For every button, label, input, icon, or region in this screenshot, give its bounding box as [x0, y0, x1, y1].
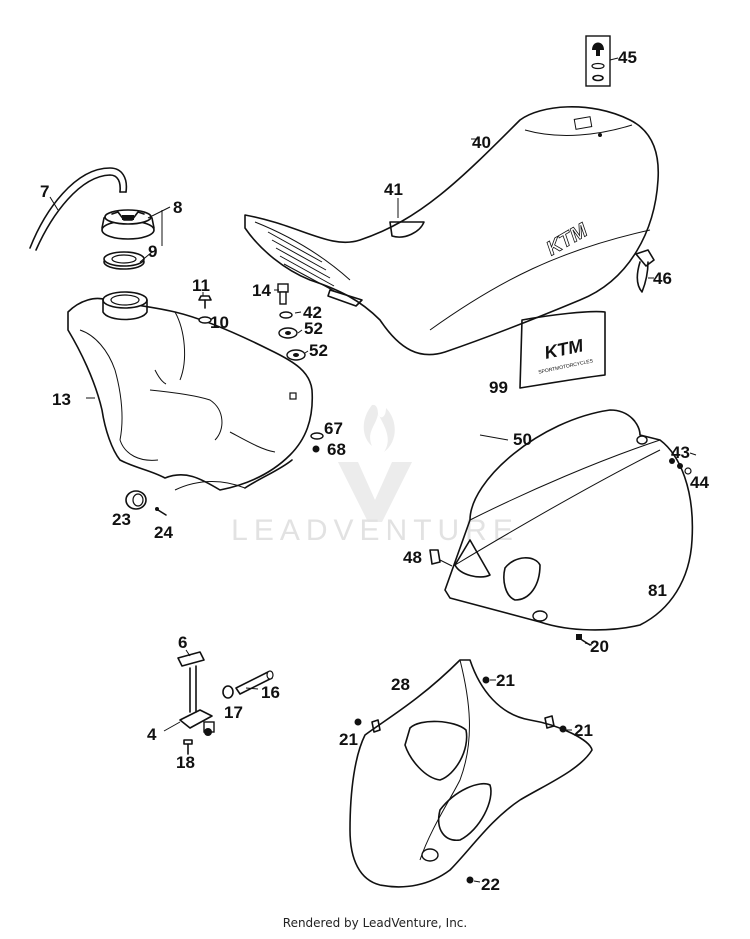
fuel-tank — [67, 291, 314, 491]
tank-spoiler — [349, 659, 593, 888]
label-14: 14 — [252, 281, 271, 300]
label-48: 48 — [403, 548, 422, 567]
label-23: 23 — [112, 510, 131, 529]
label-41: 41 — [384, 180, 403, 199]
label-99: 99 — [489, 378, 508, 397]
fuel-tap-assembly — [177, 651, 274, 755]
label-20: 20 — [590, 637, 609, 656]
label-40: 40 — [472, 133, 491, 152]
label-43: 43 — [671, 443, 690, 462]
label-67: 67 — [324, 419, 343, 438]
label-46: 46 — [653, 269, 672, 288]
footer-credit: Rendered by LeadVenture, Inc. — [282, 916, 468, 930]
breather-hose — [29, 167, 128, 251]
fuel-cap — [101, 209, 155, 240]
tank-hardware — [125, 283, 324, 516]
spoiler-hardware — [354, 676, 567, 884]
label-4: 4 — [147, 725, 157, 744]
label-18: 18 — [176, 753, 195, 772]
label-6: 6 — [178, 633, 187, 652]
watermark: LEADVENTURE — [231, 404, 519, 547]
label-44: 44 — [690, 473, 709, 492]
label-50: 50 — [513, 430, 532, 449]
label-52-upper: 52 — [304, 319, 323, 338]
label-68: 68 — [327, 440, 346, 459]
label-7: 7 — [40, 182, 49, 201]
label-42: 42 — [303, 303, 322, 322]
label-13: 13 — [52, 390, 71, 409]
label-28: 28 — [391, 675, 410, 694]
label-9: 9 — [148, 242, 157, 261]
label-10: 10 — [210, 313, 229, 332]
label-21-top: 21 — [496, 671, 515, 690]
ktm-decal: KTM SPORTMOTORCYCLES — [519, 310, 606, 389]
leader-lines — [49, 57, 697, 883]
label-81: 81 — [648, 581, 667, 600]
label-52-lower: 52 — [309, 341, 328, 360]
callout-labels: 7 8 9 11 10 13 14 42 52 52 67 68 23 24 4… — [40, 48, 709, 894]
label-21-right: 21 — [574, 721, 593, 740]
decal-logo: KTM — [543, 335, 586, 363]
seat-fastener-kit — [585, 35, 611, 87]
label-22: 22 — [481, 875, 500, 894]
label-11: 11 — [192, 276, 210, 295]
cap-gasket — [103, 251, 145, 270]
label-17: 17 — [224, 703, 243, 722]
label-16: 16 — [261, 683, 280, 702]
watermark-text: LEADVENTURE — [231, 514, 519, 547]
seat-base-ribs — [267, 231, 363, 307]
seat-strap-clip — [635, 249, 655, 293]
label-45: 45 — [618, 48, 637, 67]
label-21-left: 21 — [339, 730, 358, 749]
side-panel — [444, 409, 694, 631]
flame-logo-icon — [338, 404, 412, 522]
panel-hardware — [429, 458, 692, 646]
label-24: 24 — [154, 523, 173, 542]
label-8: 8 — [173, 198, 182, 217]
